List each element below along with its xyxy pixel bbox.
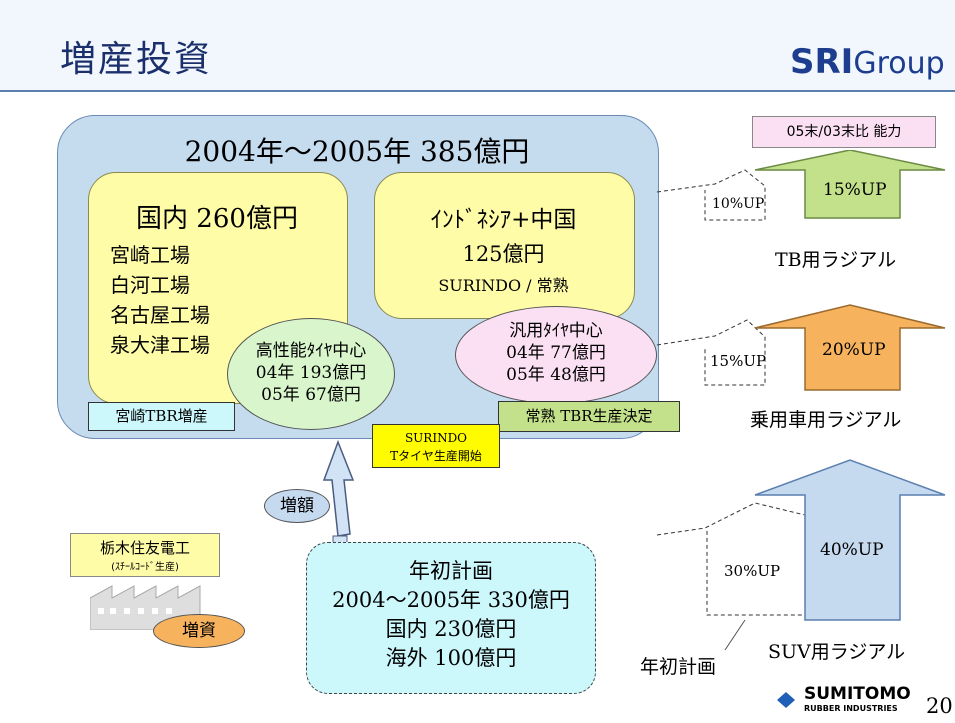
general-tire-oval: 汎用ﾀｲﾔ中心 04年 77億円 05年 48億円 xyxy=(455,306,657,404)
page-number: 20 xyxy=(926,694,953,718)
tb-actual-arrow xyxy=(754,150,946,219)
surindo-line1: SURINDO xyxy=(404,431,468,445)
high-performance-oval: 高性能ﾀｲﾔ中心 04年 193億円 05年 67億円 xyxy=(227,318,395,430)
tb-radial-label: TB用ラジアル xyxy=(775,249,897,271)
capacity-header: 05末/03末比 能力 xyxy=(752,116,936,148)
general-line2: 04年 77億円 xyxy=(506,343,606,363)
zougaku-bubble: 増額 xyxy=(264,489,330,523)
pc-radial-label: 乗用車用ラジアル xyxy=(750,409,902,431)
plant-item: 白河工場 xyxy=(110,273,190,297)
pc-plan-pct: 15%UP xyxy=(710,352,767,370)
plant-item: 泉大津工場 xyxy=(110,333,210,357)
header-divider xyxy=(0,90,955,92)
general-line3: 05年 48億円 xyxy=(506,365,606,385)
plant-item: 宮崎工場 xyxy=(110,243,190,267)
supplier-line2: (ｽﾁｰﾙｺｰﾄﾞ生産) xyxy=(111,562,179,573)
plan-note-label: 年初計画 xyxy=(640,656,717,678)
overseas-box xyxy=(374,172,635,319)
pc-actual-arrow xyxy=(754,304,946,391)
slide-title: 増産投資 xyxy=(60,39,213,80)
plan-line3: 国内 230億円 xyxy=(385,617,517,641)
capacity-arrows xyxy=(656,150,946,650)
suv-actual-arrow xyxy=(754,459,946,621)
domestic-title: 国内 260億円 xyxy=(136,204,298,234)
plan-line4: 海外 100億円 xyxy=(385,646,517,670)
tb-actual-pct: 15%UP xyxy=(823,180,887,200)
changshu-tbr-tag: 常熟 TBR生産決定 xyxy=(498,401,680,432)
surindo-tag: SURINDO Tタイヤ生産開始 xyxy=(372,424,500,468)
high-perf-line2: 04年 193億円 xyxy=(255,363,367,383)
zoushi-bubble: 増資 xyxy=(153,614,245,648)
sri-group-logo: SRIGroup xyxy=(790,42,945,82)
plan-line2: 2004～2005年 330億円 xyxy=(332,588,570,612)
overseas-sub: SURINDO / 常熟 xyxy=(438,276,569,295)
domestic-plant-list: 宮崎工場 白河工場 名古屋工場 泉大津工場 xyxy=(110,240,210,360)
footer-brand: SUMITOMO xyxy=(804,684,911,704)
suv-radial-label: SUV用ラジアル xyxy=(768,641,906,663)
logo-rest-text: Group xyxy=(853,46,945,81)
miyazaki-tbr-tag: 宮崎TBR増産 xyxy=(88,402,235,431)
suv-actual-pct: 40%UP xyxy=(820,540,884,560)
footer-brand-sub: RUBBER INDUSTRIES xyxy=(804,704,898,713)
surindo-line2: Tタイヤ生産開始 xyxy=(390,449,482,463)
supplier-box: 栃木住友電工 (ｽﾁｰﾙｺｰﾄﾞ生産) xyxy=(70,533,220,577)
initial-plan-box: 年初計画 2004～2005年 330億円 国内 230億円 海外 100億円 xyxy=(306,542,596,694)
high-perf-line1: 高性能ﾀｲﾔ中心 xyxy=(255,341,367,361)
slide-header xyxy=(0,0,955,90)
supplier-line1: 栃木住友電工 xyxy=(99,539,190,557)
high-perf-line3: 05年 67億円 xyxy=(261,385,361,405)
plant-item: 名古屋工場 xyxy=(110,303,210,327)
total-investment-title: 2004年～2005年 385億円 xyxy=(184,135,530,168)
overseas-title: ｲﾝﾄﾞﾈｼｱ+中国 xyxy=(430,207,577,233)
overseas-amount: 125億円 xyxy=(462,242,545,266)
increase-arrow xyxy=(322,439,355,545)
pc-actual-pct: 20%UP xyxy=(822,340,886,360)
tb-plan-pct: 10%UP xyxy=(712,196,765,212)
plan-line1: 年初計画 xyxy=(409,559,493,583)
general-line1: 汎用ﾀｲﾔ中心 xyxy=(509,321,603,341)
sumitomo-diamond-icon xyxy=(777,692,795,708)
suv-plan-pct: 30%UP xyxy=(724,562,781,580)
logo-bold-text: SRI xyxy=(790,42,854,82)
